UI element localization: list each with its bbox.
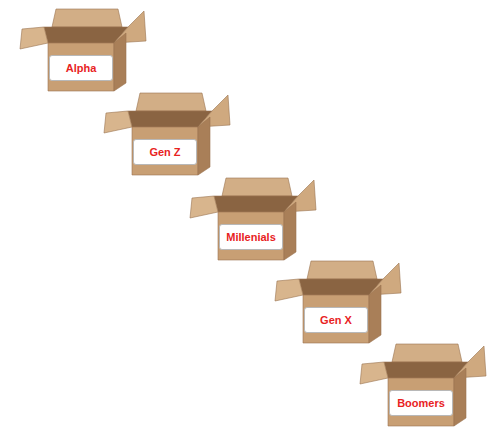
box-label: Alpha <box>49 55 113 81</box>
generation-box: Alpha <box>18 5 148 93</box>
box-label: Boomers <box>389 390 453 416</box>
side-face <box>198 117 210 175</box>
generation-name: Gen Z <box>149 146 180 158</box>
box-interior <box>384 362 468 378</box>
left-flap <box>104 111 132 133</box>
generation-name: Alpha <box>66 62 97 74</box>
front-face <box>132 127 198 175</box>
left-flap <box>20 27 48 49</box>
back-flap <box>52 9 122 27</box>
generation-name: Gen X <box>320 314 352 326</box>
box-interior <box>299 279 383 295</box>
back-flap <box>136 93 206 111</box>
left-flap <box>190 196 218 218</box>
generation-box: Gen X <box>273 257 403 345</box>
side-face <box>114 33 126 91</box>
front-face <box>48 43 114 91</box>
generation-box: Boomers <box>358 340 488 428</box>
left-flap <box>275 279 303 301</box>
generation-box: Millenials <box>188 174 318 262</box>
box-label: Gen Z <box>133 139 197 165</box>
right-flap <box>454 346 486 378</box>
box-interior <box>214 196 298 212</box>
back-flap <box>392 344 462 362</box>
right-flap <box>114 11 146 43</box>
generation-box: Gen Z <box>102 89 232 177</box>
generation-name: Millenials <box>226 231 276 243</box>
back-flap <box>222 178 292 196</box>
back-flap <box>307 261 377 279</box>
right-flap <box>198 95 230 127</box>
front-face <box>218 212 284 260</box>
box-interior <box>44 27 128 43</box>
box-interior <box>128 111 212 127</box>
left-flap <box>360 362 388 384</box>
right-flap <box>369 263 401 295</box>
box-label: Millenials <box>219 224 283 250</box>
side-face <box>284 202 296 260</box>
side-face <box>454 368 466 426</box>
box-label: Gen X <box>304 307 368 333</box>
front-face <box>388 378 454 426</box>
front-face <box>303 295 369 343</box>
side-face <box>369 285 381 343</box>
generation-name: Boomers <box>397 397 445 409</box>
right-flap <box>284 180 316 212</box>
